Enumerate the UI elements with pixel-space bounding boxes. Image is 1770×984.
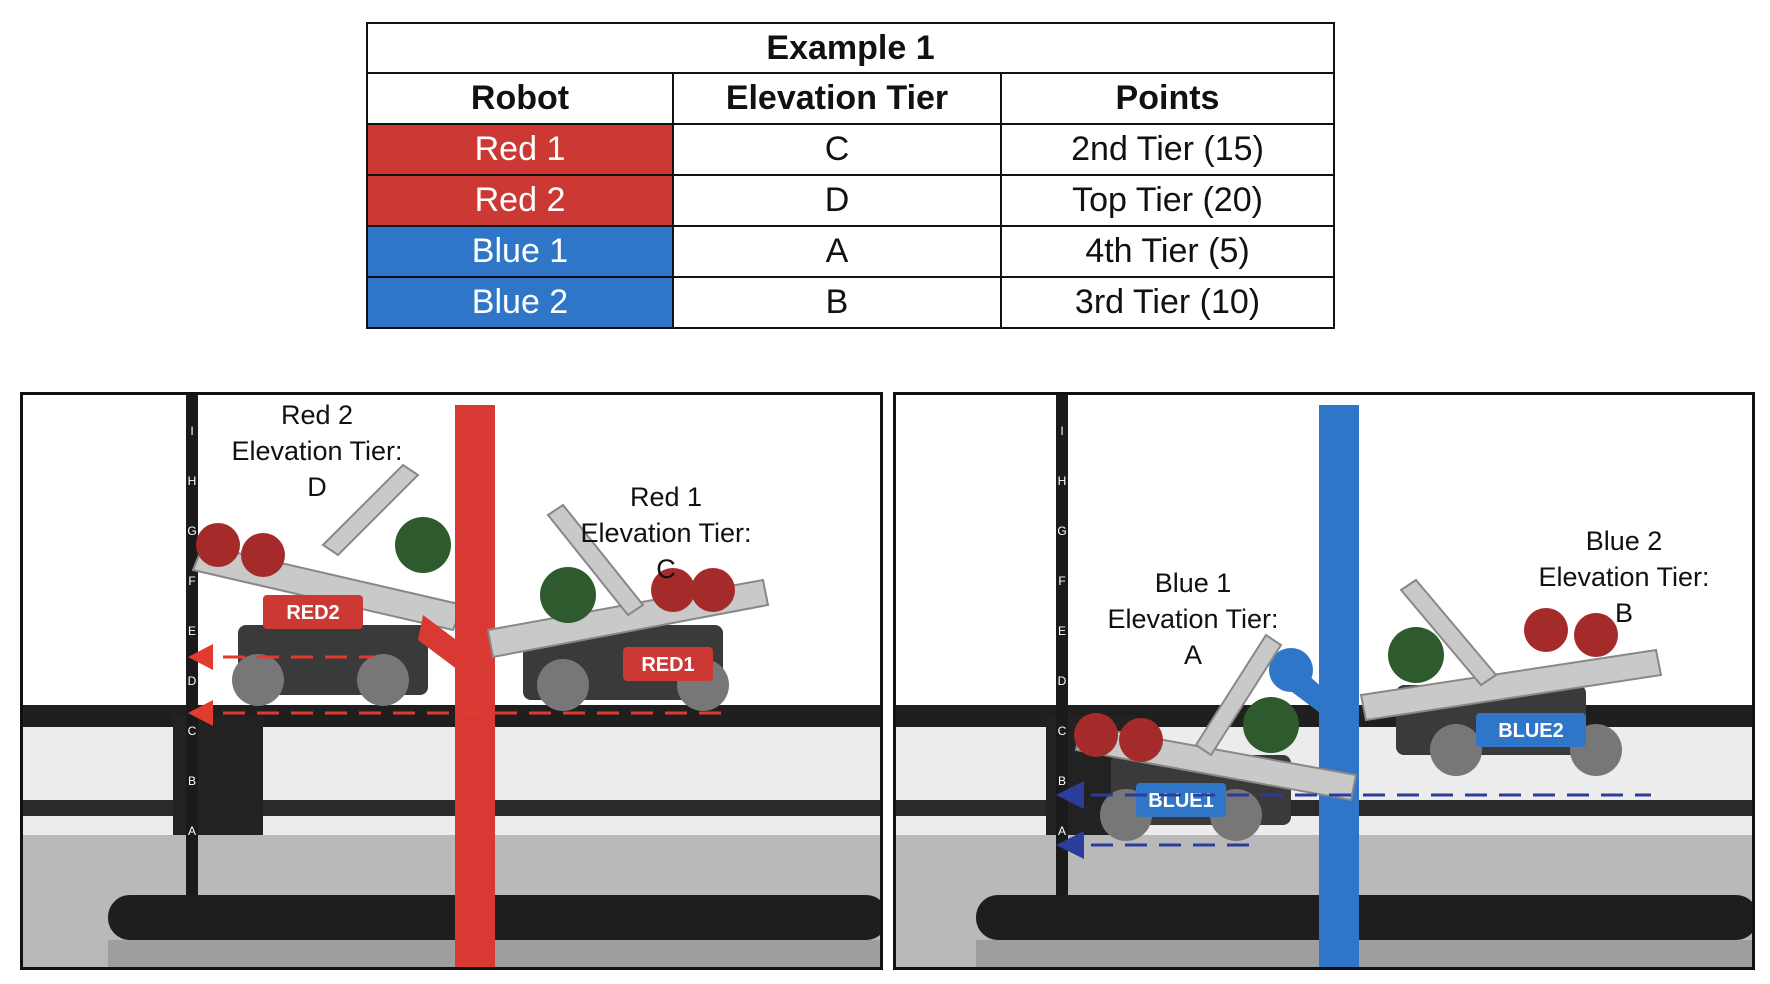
robot-cell: Red 1 <box>366 123 674 176</box>
red-tier-d-arrow <box>188 644 373 670</box>
scale-letter: E <box>188 624 196 638</box>
field-base <box>976 895 1752 940</box>
red-elevation-panel: I H G F E D C B A RED2 <box>20 392 883 970</box>
table-row: Red 1 C 2nd Tier (15) <box>366 123 1336 176</box>
blue1-robot: BLUE1 <box>1074 633 1358 841</box>
red2-robot: RED2 <box>191 463 465 706</box>
points-cell: 2nd Tier (15) <box>999 123 1336 176</box>
scale-letter: B <box>1058 774 1066 788</box>
label-line: Red 2 <box>280 400 354 430</box>
label-line: Red 1 <box>629 482 703 512</box>
points-cell: 3rd Tier (10) <box>999 276 1336 329</box>
tier-cell: A <box>672 225 1002 278</box>
points-cell: 4th Tier (5) <box>999 225 1336 278</box>
blue-elevation-panel: I H G F E D C B A BLUE1 <box>893 392 1755 970</box>
scale-letter: G <box>1057 524 1066 538</box>
label-line: Elevation Tier: <box>231 436 403 466</box>
scale-letter: I <box>190 424 193 438</box>
header-points: Points <box>999 72 1336 125</box>
blue-elevation-pole <box>1319 405 1359 967</box>
red1-robot: RED1 <box>486 503 770 711</box>
scale-letter: H <box>1058 474 1067 488</box>
scale-letter: D <box>188 674 197 688</box>
scale-letter: A <box>188 824 196 838</box>
scale-letter: A <box>1058 824 1066 838</box>
blue2-plate: BLUE2 <box>1498 720 1564 742</box>
blue-tier-a-arrow <box>1056 831 1256 859</box>
tier-scale-post <box>186 395 198 895</box>
scale-letter: I <box>1060 424 1063 438</box>
red2-plate: RED2 <box>286 602 339 624</box>
label-line: Elevation Tier: <box>1538 562 1710 592</box>
robot-cell: Blue 1 <box>366 225 674 278</box>
blue-tier-b-arrow <box>1056 781 1651 809</box>
tier-scale-post <box>1056 395 1068 895</box>
blue1-tier-label: Blue 1 Elevation Tier: A <box>1107 565 1278 673</box>
header-elevation-tier: Elevation Tier <box>672 72 1002 125</box>
scale-letter: E <box>1058 624 1066 638</box>
label-line: B <box>1614 598 1633 628</box>
scoring-table: Example 1 Robot Elevation Tier Points Re… <box>365 22 1336 329</box>
table-row: Blue 2 B 3rd Tier (10) <box>366 276 1336 329</box>
red2-tier-label: Red 2 Elevation Tier: D <box>231 397 402 505</box>
red1-tier-label: Red 1 Elevation Tier: C <box>580 479 751 587</box>
label-line: D <box>307 472 327 502</box>
blue2-robot: BLUE2 <box>1359 578 1663 776</box>
label-line: Blue 2 <box>1585 526 1663 556</box>
blue2-tier-label: Blue 2 Elevation Tier: B <box>1538 523 1709 631</box>
table-row: Blue 1 A 4th Tier (5) <box>366 225 1336 278</box>
field-base <box>108 895 880 940</box>
field-rail <box>23 705 880 727</box>
scale-letter: D <box>1058 674 1067 688</box>
red-tier-c-arrow <box>188 700 723 726</box>
label-line: Elevation Tier: <box>1107 604 1279 634</box>
label-line: Blue 1 <box>1154 568 1232 598</box>
table-header-row: Robot Elevation Tier Points <box>366 72 1336 125</box>
label-line: A <box>1183 640 1202 670</box>
scale-letter: F <box>1058 574 1065 588</box>
tier-cell: D <box>672 174 1002 227</box>
table-row: Red 2 D Top Tier (20) <box>366 174 1336 227</box>
red-scene: I H G F E D C B A RED2 <box>23 395 880 967</box>
robot-cell: Blue 2 <box>366 276 674 329</box>
red1-plate: RED1 <box>641 654 694 676</box>
scale-letter: F <box>188 574 195 588</box>
scale-letter: B <box>188 774 196 788</box>
label-line: C <box>656 554 676 584</box>
points-cell: Top Tier (20) <box>999 174 1336 227</box>
label-line: Elevation Tier: <box>580 518 752 548</box>
scale-letter: C <box>188 724 197 738</box>
tier-cell: B <box>672 276 1002 329</box>
robot-cell: Red 2 <box>366 174 674 227</box>
red-elevation-pole <box>455 405 495 967</box>
tier-cell: C <box>672 123 1002 176</box>
scale-letter: C <box>1058 724 1067 738</box>
scale-letter: H <box>188 474 197 488</box>
blue1-plate: BLUE1 <box>1148 790 1214 812</box>
table-title: Example 1 <box>365 22 1336 74</box>
header-robot: Robot <box>366 72 674 125</box>
blue-scene: I H G F E D C B A BLUE1 <box>896 395 1752 967</box>
scale-letter: G <box>187 524 196 538</box>
